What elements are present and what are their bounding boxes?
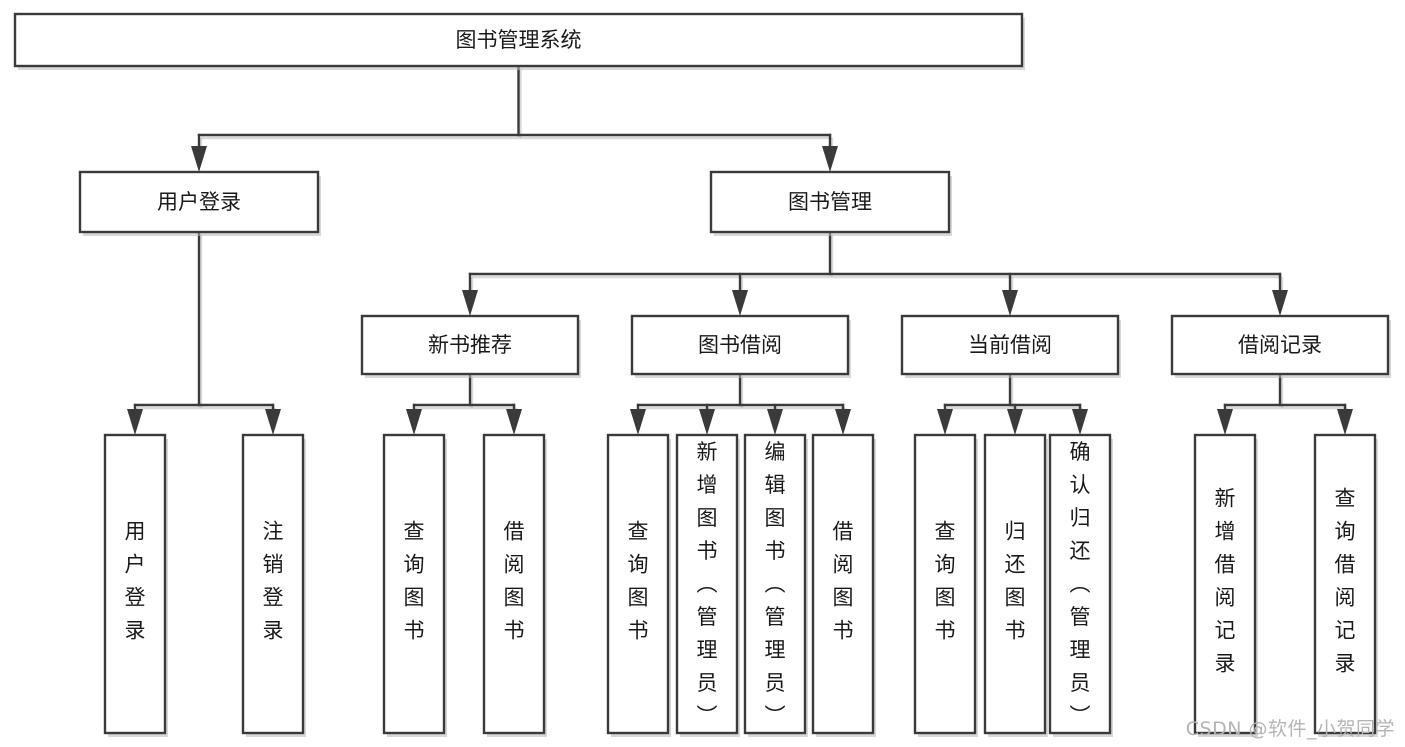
- connector-group: [127, 230, 281, 435]
- arrow-head-icon: [822, 146, 838, 172]
- node-label: 归还图书: [1005, 520, 1026, 643]
- node-leaf-query-book-1[interactable]: 查询图书: [382, 433, 447, 737]
- node-box[interactable]: [630, 314, 850, 376]
- node-current-borrow[interactable]: 当前借阅: [900, 314, 1121, 378]
- node-label: 借阅记录: [1238, 333, 1322, 357]
- node-label: 查询图书: [935, 520, 956, 643]
- node-book-borrow[interactable]: 图书借阅: [630, 314, 851, 378]
- node-label: 查询借阅记录: [1335, 487, 1356, 676]
- node-box[interactable]: [13, 12, 1024, 68]
- arrow-head-icon: [191, 146, 207, 172]
- node-box[interactable]: [482, 433, 546, 735]
- node-label: 借阅图书: [833, 520, 854, 643]
- node-label: 新增图书︵管理员︶: [697, 440, 718, 728]
- node-box[interactable]: [1048, 433, 1112, 735]
- node-label: 新书推荐: [428, 333, 512, 357]
- arrow-head-icon: [1007, 409, 1023, 435]
- node-book-manage[interactable]: 图书管理: [709, 170, 952, 236]
- node-box[interactable]: [103, 433, 167, 735]
- arrow-head-icon: [767, 409, 783, 435]
- connector-group: [937, 372, 1088, 435]
- node-label: 借阅图书: [504, 520, 525, 643]
- node-borrow-record[interactable]: 借阅记录: [1170, 314, 1391, 378]
- node-leaf-borrow-book-1[interactable]: 借阅图书: [482, 433, 547, 737]
- node-leaf-logout[interactable]: 注销登录: [241, 433, 306, 737]
- arrow-head-icon: [732, 290, 748, 316]
- node-label: 用户登录: [125, 520, 146, 643]
- connector-group: [630, 372, 851, 435]
- node-label: 图书借阅: [698, 333, 782, 357]
- arrow-head-icon: [127, 409, 143, 435]
- node-leaf-query-record[interactable]: 查询借阅记录: [1313, 433, 1378, 737]
- arrow-head-icon: [699, 409, 715, 435]
- node-box[interactable]: [811, 433, 875, 735]
- arrow-head-icon: [462, 290, 478, 316]
- node-box[interactable]: [78, 170, 320, 234]
- node-leaf-confirm-return[interactable]: 确认归还︵管理员︶: [1048, 433, 1113, 737]
- arrow-head-icon: [1002, 290, 1018, 316]
- node-label: 编辑图书︵管理员︶: [765, 440, 786, 728]
- node-leaf-add-book[interactable]: 新增图书︵管理员︶: [675, 433, 740, 737]
- node-label: 查询图书: [404, 520, 425, 643]
- node-leaf-user-login[interactable]: 用户登录: [103, 433, 168, 737]
- connector-group: [191, 64, 838, 172]
- node-label: 确认归还︵管理员︶: [1070, 440, 1091, 728]
- node-leaf-edit-book[interactable]: 编辑图书︵管理员︶: [743, 433, 808, 737]
- arrow-head-icon: [406, 409, 422, 435]
- node-leaf-query-book-3[interactable]: 查询图书: [913, 433, 978, 737]
- node-box[interactable]: [1170, 314, 1390, 376]
- node-box[interactable]: [900, 314, 1120, 376]
- node-box[interactable]: [675, 433, 739, 735]
- connector-group: [1217, 372, 1353, 435]
- arrow-head-icon: [265, 409, 281, 435]
- arrow-head-icon: [630, 409, 646, 435]
- node-label: 图书管理: [788, 190, 872, 214]
- node-root[interactable]: 图书管理系统: [13, 12, 1025, 70]
- node-box[interactable]: [743, 433, 807, 735]
- node-boxes-layer: 图书管理系统用户登录图书管理新书推荐图书借阅当前借阅借阅记录用户登录注销登录查询…: [13, 12, 1391, 737]
- node-leaf-add-record[interactable]: 新增借阅记录: [1193, 433, 1258, 737]
- node-label: 注销登录: [263, 520, 284, 643]
- arrow-head-icon: [1072, 409, 1088, 435]
- node-box[interactable]: [1193, 433, 1257, 735]
- node-label: 当前借阅: [968, 333, 1052, 357]
- node-new-book-rec[interactable]: 新书推荐: [360, 314, 581, 378]
- node-box[interactable]: [382, 433, 446, 735]
- node-label: 新增借阅记录: [1215, 487, 1236, 676]
- node-box[interactable]: [360, 314, 580, 376]
- node-leaf-borrow-book-2[interactable]: 借阅图书: [811, 433, 876, 737]
- connector-group: [462, 230, 1288, 316]
- arrow-head-icon: [835, 409, 851, 435]
- arrow-head-icon: [506, 409, 522, 435]
- arrow-head-icon: [1337, 409, 1353, 435]
- node-box[interactable]: [709, 170, 951, 234]
- arrow-head-icon: [1217, 409, 1233, 435]
- node-box[interactable]: [241, 433, 305, 735]
- arrow-head-icon: [937, 409, 953, 435]
- arrow-head-icon: [1272, 290, 1288, 316]
- node-user-login[interactable]: 用户登录: [78, 170, 321, 236]
- node-leaf-return-book[interactable]: 归还图书: [983, 433, 1048, 737]
- node-label: 查询图书: [628, 520, 649, 643]
- connector-edges-layer: [127, 64, 1353, 435]
- connector-group: [406, 372, 522, 435]
- node-box[interactable]: [983, 433, 1047, 735]
- node-box[interactable]: [606, 433, 670, 735]
- node-box[interactable]: [1313, 433, 1377, 735]
- node-label: 用户登录: [157, 190, 241, 214]
- node-label: 图书管理系统: [456, 28, 582, 52]
- node-leaf-query-book-2[interactable]: 查询图书: [606, 433, 671, 737]
- node-box[interactable]: [913, 433, 977, 735]
